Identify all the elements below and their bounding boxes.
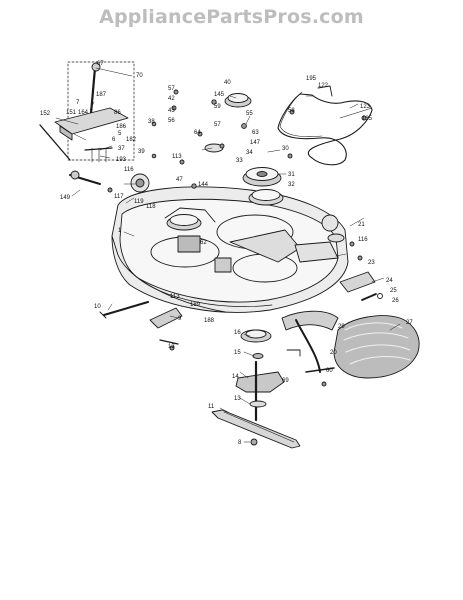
callout-145: 145 xyxy=(214,92,225,98)
front-rods xyxy=(99,301,335,373)
callout-13b: 13 xyxy=(168,344,175,350)
drive-belt xyxy=(277,85,373,166)
callout-67: 67 xyxy=(97,61,104,67)
callout-15: 15 xyxy=(234,350,241,356)
callout-25: 25 xyxy=(390,288,397,294)
callout-6: 6 xyxy=(112,137,116,143)
callout-30: 30 xyxy=(282,146,289,152)
callout-86: 86 xyxy=(114,110,121,116)
callout-39: 39 xyxy=(138,149,145,155)
callout-31: 31 xyxy=(288,172,295,178)
callout-55: 55 xyxy=(246,111,253,117)
callout-188: 188 xyxy=(204,318,215,324)
callout-60: 60 xyxy=(326,368,333,374)
callout-147: 147 xyxy=(250,140,261,146)
callout-113: 113 xyxy=(172,154,182,160)
watermark-text: AppliancePartsPros.com xyxy=(99,6,364,28)
callout-57b: 57 xyxy=(214,122,221,128)
callout-186: 186 xyxy=(116,124,127,130)
callout-57a: 57 xyxy=(168,86,175,92)
callout-34: 34 xyxy=(246,150,253,156)
callout-117: 117 xyxy=(114,194,124,200)
callout-29: 29 xyxy=(338,324,345,330)
callout-193: 193 xyxy=(116,157,127,163)
callout-14: 14 xyxy=(232,374,239,380)
callout-26: 26 xyxy=(392,298,399,304)
callout-69: 69 xyxy=(282,378,289,384)
callout-118: 118 xyxy=(146,204,156,210)
callout-182: 182 xyxy=(126,137,137,143)
callout-122: 122 xyxy=(318,83,329,89)
callout-21: 21 xyxy=(358,222,365,228)
callout-11: 11 xyxy=(208,404,215,410)
callout-13: 13 xyxy=(234,396,241,402)
callout-24: 24 xyxy=(386,278,393,284)
leader-lines xyxy=(55,67,401,443)
callout-38: 38 xyxy=(148,119,155,125)
callout-113b: 113 xyxy=(170,294,180,300)
callout-42: 42 xyxy=(168,96,175,102)
callout-8: 8 xyxy=(238,440,242,446)
callout-144: 144 xyxy=(198,182,209,188)
callout-189: 189 xyxy=(190,302,201,308)
callout-151: 151 xyxy=(66,110,77,116)
callout-27: 27 xyxy=(406,320,413,326)
callout-47: 47 xyxy=(176,177,183,183)
callout-70: 70 xyxy=(136,73,143,79)
chute-bracket xyxy=(339,271,383,301)
callout-37: 37 xyxy=(118,146,125,152)
callout-9: 9 xyxy=(178,316,182,322)
callout-187: 187 xyxy=(96,92,107,98)
callout-33: 33 xyxy=(236,158,243,164)
callout-116b: 116 xyxy=(358,237,368,243)
mower-blade xyxy=(211,409,301,449)
callout-185: 185 xyxy=(362,116,373,122)
deck-pulleys xyxy=(130,93,345,243)
callout-7: 7 xyxy=(76,100,80,106)
callout-43: 43 xyxy=(168,108,175,114)
lift-lever-assembly xyxy=(39,61,135,185)
callout-59: 59 xyxy=(214,104,221,110)
callout-1: 1 xyxy=(118,228,122,234)
callout-20: 20 xyxy=(330,350,337,356)
fasteners xyxy=(107,89,367,387)
callout-58: 58 xyxy=(288,108,295,114)
callout-10: 10 xyxy=(94,304,101,310)
callout-32: 32 xyxy=(288,182,295,188)
callout-119: 119 xyxy=(134,199,144,205)
callout-123: 123 xyxy=(360,104,371,110)
callout-164: 164 xyxy=(78,110,89,116)
callout-152: 152 xyxy=(40,111,51,117)
callout-5: 5 xyxy=(118,131,122,137)
spindle-assembly xyxy=(235,329,285,422)
callout-63: 63 xyxy=(252,130,259,136)
callout-56: 56 xyxy=(168,118,175,124)
callout-64: 64 xyxy=(194,130,201,136)
callout-195: 195 xyxy=(306,76,317,82)
blade-bolt xyxy=(250,438,258,446)
callout-23: 23 xyxy=(368,260,375,266)
callout-62: 62 xyxy=(200,240,207,246)
callout-149: 149 xyxy=(60,195,71,201)
callout-16: 16 xyxy=(234,330,241,336)
callout-116: 116 xyxy=(124,167,134,173)
callout-numbers: 70 67 187 7 151 164 86 186 152 5 6 182 3… xyxy=(40,61,413,446)
discharge-chute xyxy=(281,310,420,379)
callout-40: 40 xyxy=(224,80,231,86)
